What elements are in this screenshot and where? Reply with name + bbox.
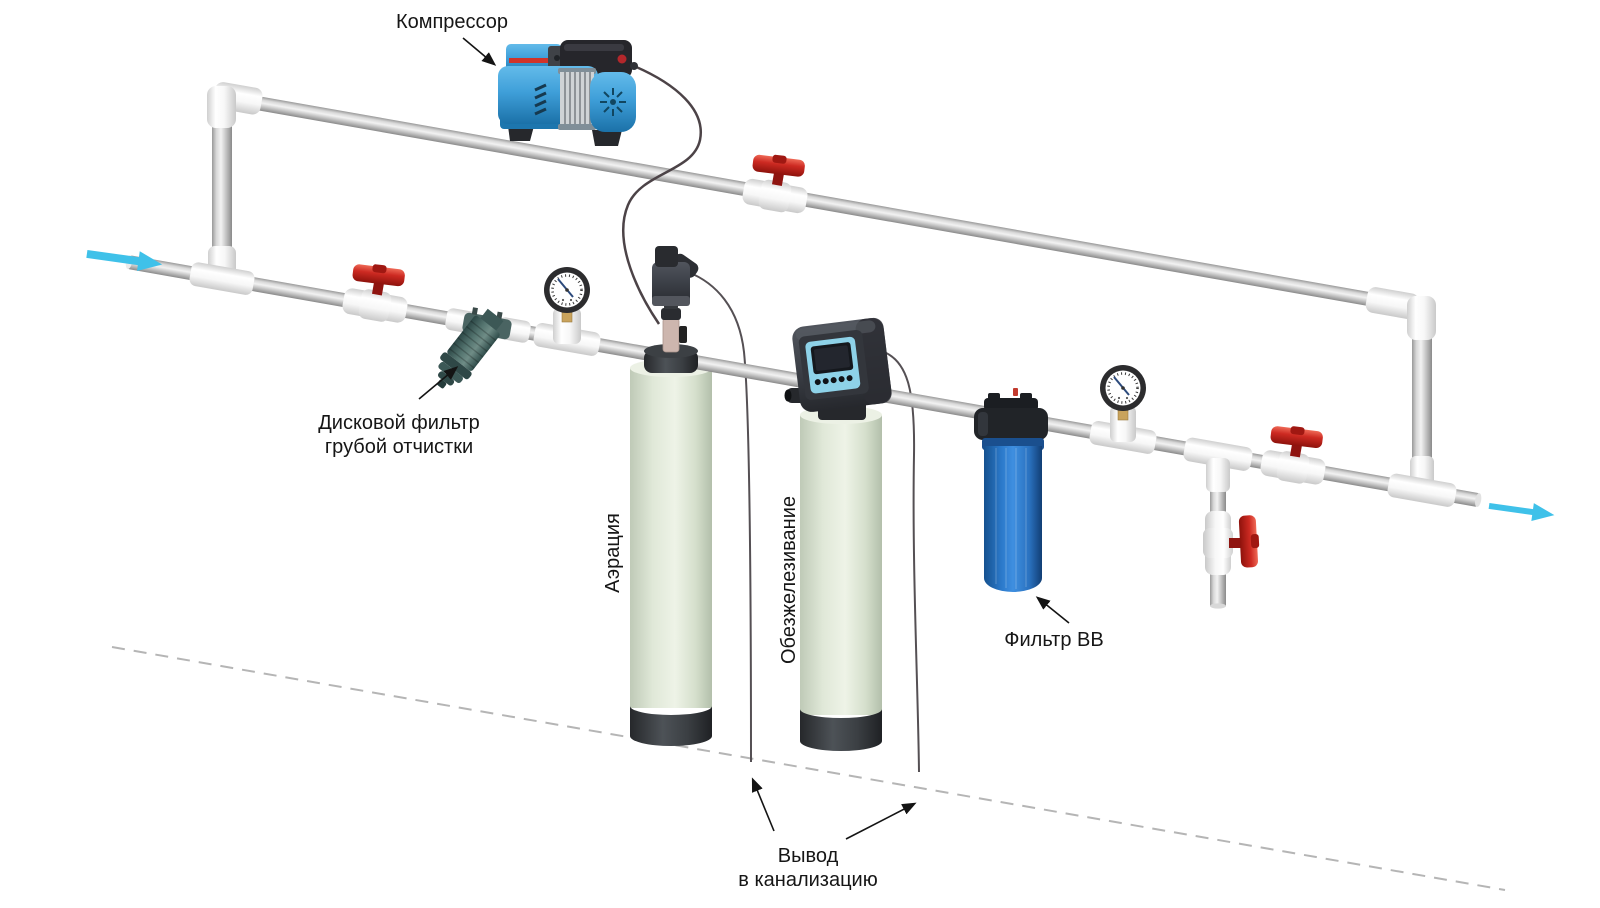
compressor-pointer-arrow [462,37,497,66]
drain-pointer-arrow-right [845,802,917,840]
air-vent-valve [652,246,699,353]
iron-removal-label: Обезжелезивание [778,496,800,664]
bypass-pipe [207,82,1436,474]
compressor-label: Компрессор [396,11,508,33]
bb-filter-label: Фильтр ВВ [1004,629,1103,651]
ball-valve-bypass [740,148,814,217]
bypass-riser-right [1412,318,1432,474]
pressure-gauge-1 [533,265,601,356]
disc-filter-label-line2: грубой отчистки [325,436,473,458]
drain-branch [1183,437,1261,609]
inlet-arrow-icon [86,249,163,272]
disc-filter-label-line1: Дисковой фильтр [318,412,480,434]
compressor [498,40,638,146]
ball-valve-main-outlet [1258,420,1332,488]
tee-fitting-inlet [189,246,255,295]
tee-fitting-outlet [1387,456,1457,507]
ball-valve-main-inlet [340,258,414,326]
bb-filter-pointer-arrow [1035,596,1070,624]
aeration-column-base [630,706,712,746]
drain-pointer-arrow-left [751,777,775,832]
elbow-fitting-top-right [1365,287,1436,340]
bb-filter [974,388,1048,592]
drain-label-line1: Вывод [778,845,839,867]
drain-tube-iron-removal [883,351,920,773]
floor-dashed-line [111,646,1506,891]
aeration-label: Аэрация [602,513,624,593]
drain-label-line2: в канализацию [738,869,877,891]
outlet-arrow-icon [1488,502,1555,521]
iron-removal-column-base [800,709,882,751]
iron-removal-column [800,406,882,751]
control-valve-head [784,317,892,420]
pressure-gauge-2 [1089,363,1157,454]
ball-valve-drain [1203,511,1261,575]
drain-tube-aeration [687,271,752,763]
aeration-column [630,359,712,746]
bypass-riser-left [212,104,232,272]
elbow-fitting-top-left [207,82,263,128]
compressor-air-tube [622,64,703,325]
disc-filter-pointer-arrow [418,366,459,400]
